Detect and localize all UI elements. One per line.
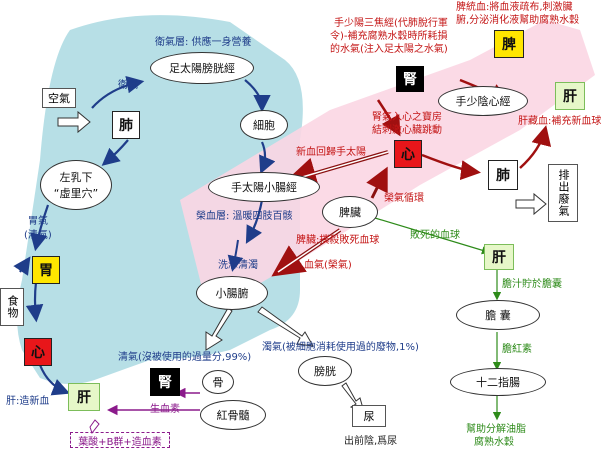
gallbladder-label: 膽 囊 [485, 309, 511, 322]
dead-blood-label: 敗死的血球 [410, 230, 460, 241]
hematopoietin-label: 生血素 [150, 404, 180, 415]
heart-label: 心 [401, 147, 415, 163]
food-box: 食物 [0, 288, 24, 326]
gallbladder-node: 膽 囊 [456, 300, 540, 330]
bladder-meridian-label: 足太陽膀胱經 [169, 62, 235, 75]
air-box: 空氣 [42, 88, 76, 108]
kidney-box-top: 腎 [396, 66, 424, 92]
spleen-kill-label: 脾臟:撲殺敗死血球 [296, 235, 380, 246]
air-label: 空氣 [48, 92, 70, 105]
bilirubin-label: 膽紅素 [502, 344, 532, 355]
urine-box: 尿 [352, 405, 386, 427]
stomach-box: 胃 [32, 256, 60, 284]
liver-label: 肝 [492, 250, 506, 266]
liver-label: 肝 [77, 390, 91, 406]
stomach-label: 胃 [39, 263, 53, 279]
heart-meridian-node: 手少陰心經 [438, 86, 528, 116]
stomach-qi-label: 胃氣 [28, 216, 48, 227]
bone-node: 骨 [202, 370, 234, 394]
cell-node: 細胞 [240, 110, 288, 140]
kidney-box-bottom: 腎 [150, 368, 180, 396]
food-label: 食物 [6, 295, 19, 319]
heart-meridian-label: 手少陰心經 [455, 95, 511, 108]
liver-box-top-right: 肝 [555, 82, 585, 110]
kidney-heart-line-1: 腎氣入心之寶房 [372, 112, 442, 123]
sanjiao-line-3: 的水氣(注入足太陽之水氣) [330, 44, 448, 55]
liver-box-mid-right: 肝 [484, 244, 514, 270]
bone-label: 骨 [212, 376, 224, 389]
spleen-top-line-2: 腑,分泌消化液幫助腐熟水穀 [456, 15, 580, 26]
clear-qi-paren-label: (清氣) [24, 230, 52, 241]
duodenum-label: 十二指腸 [476, 376, 520, 389]
bladder-node: 膀胱 [298, 356, 352, 386]
lung-box-left: 肺 [112, 111, 140, 139]
heart-box-left: 心 [24, 338, 52, 366]
digest-line-1: 幫助分解油脂 [466, 424, 526, 435]
sanjiao-line-2: 令)-補充腐熟水穀時所耗損 [330, 31, 448, 42]
lung-label: 肺 [119, 118, 133, 134]
spleen-top-line-1: 脾統血:將血液疏布,刺激臟 [456, 2, 573, 13]
heart-box-center: 心 [394, 140, 422, 168]
new-blood-return-label: 新血回歸手太陽 [296, 147, 366, 158]
spleen-label: 脾 [502, 37, 516, 53]
liver-store-label: 肝藏血:補充新血球 [518, 116, 602, 127]
kidney-heart-line-2: 結刺激心臟跳動 [372, 125, 442, 136]
nourish-circ-label: 榮氣循環 [384, 193, 424, 204]
turbid-qi-label: 濁氣(被細胞消耗使用過的廢物,1%) [262, 342, 419, 353]
nourish-level-label: 榮血層: 溫暖四肢百骸 [196, 211, 293, 222]
exhaust-box: 排出廢氣 [548, 164, 578, 222]
bladder-meridian-node: 足太陽膀胱經 [150, 52, 254, 84]
duodenum-node: 十二指腸 [450, 368, 546, 396]
blood-nourish-label: 血氣(榮氣) [304, 260, 352, 271]
urine-label: 尿 [363, 410, 375, 423]
kidney-label: 腎 [403, 72, 417, 88]
folic-label: 葉酸+B群+造血素 [78, 436, 162, 448]
lung-label: 肺 [496, 168, 510, 184]
wash-turbid-label: 洗滌清濁 [218, 260, 258, 271]
bladder-label: 膀胱 [314, 365, 336, 378]
kidney-label: 腎 [158, 375, 172, 391]
spleen-viscus-label: 脾臟 [339, 206, 361, 219]
liver-box-left: 肝 [68, 383, 100, 411]
red-marrow-label: 紅骨髓 [216, 409, 250, 422]
folic-box: 葉酸+B群+造血素 [70, 432, 170, 448]
small-intestine-meridian-label: 手太陽小腸經 [231, 181, 297, 194]
digest-line-2: 腐熟水穀 [474, 437, 514, 448]
spleen-viscus-node: 脾臟 [322, 196, 378, 228]
small-intestine-node: 小腸腑 [196, 276, 268, 310]
lung-box-right: 肺 [488, 160, 518, 190]
clear-qi-label: 清氣(沒被使用的過量分,99%) [118, 352, 252, 363]
red-marrow-node: 紅骨髓 [200, 400, 266, 430]
wei-qi-label: 衛氣 [118, 80, 138, 91]
liver-label: 肝 [563, 89, 577, 105]
small-intestine-meridian-node: 手太陽小腸經 [208, 172, 320, 202]
left-breast-label: 左乳下 [59, 171, 93, 184]
left-breast-node: 左乳下 “虛里穴” [40, 160, 112, 210]
sanjiao-line-1: 手少陽三焦經(代肺脫行軍 [334, 18, 448, 29]
urine-out-label: 出前陰,爲尿 [344, 436, 398, 447]
cell-label: 細胞 [253, 119, 275, 132]
heart-label: 心 [31, 345, 45, 361]
bile-store-label: 膽汁貯於膽囊 [502, 279, 562, 290]
spleen-box: 脾 [494, 30, 524, 58]
wei-qi-top-label: 衛氣層: 供應一身營養 [155, 37, 252, 48]
exhaust-label: 排出廢氣 [557, 169, 570, 217]
small-intestine-label: 小腸腑 [215, 287, 249, 300]
liver-new-blood-label: 肝:造新血 [6, 396, 50, 407]
xuli-point-label: “虛里穴” [53, 187, 99, 200]
